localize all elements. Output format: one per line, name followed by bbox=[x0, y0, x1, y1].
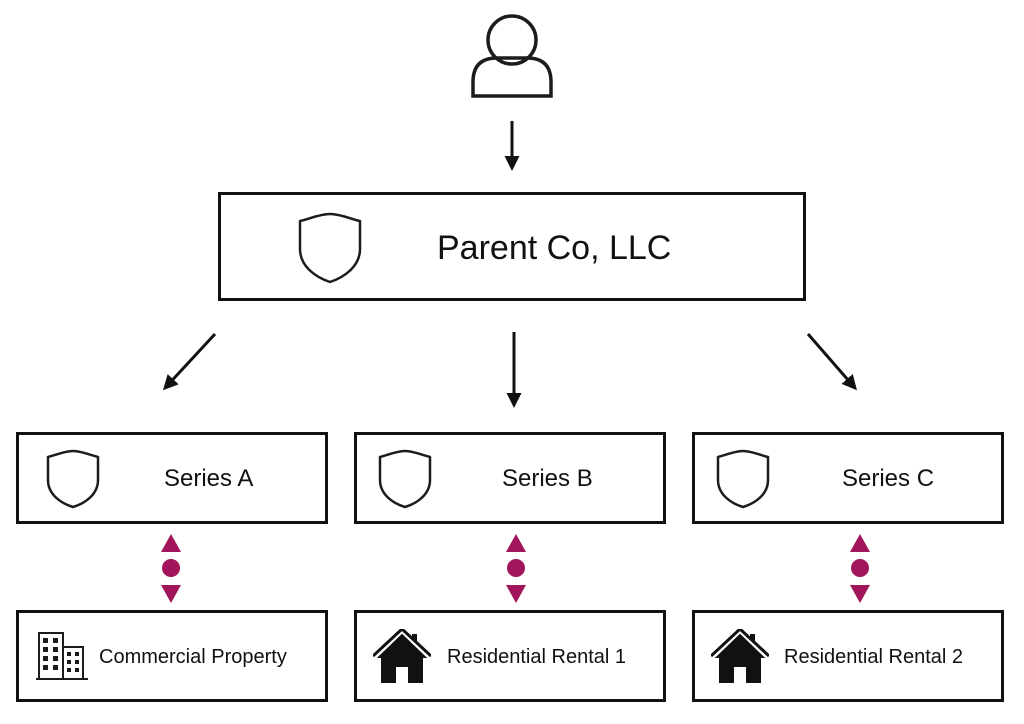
asset-c-box: Residential Rental 2 bbox=[692, 610, 1004, 702]
series-b-asset-connector bbox=[506, 534, 526, 603]
connector-dot bbox=[162, 559, 180, 577]
shield-icon bbox=[716, 449, 770, 509]
asset-a-label: Commercial Property bbox=[99, 646, 287, 668]
arrow-parent-to-series-c bbox=[806, 333, 857, 391]
parent-entity-box: Parent Co, LLC bbox=[218, 192, 806, 301]
building-icon bbox=[36, 632, 88, 680]
shield-icon bbox=[46, 449, 100, 509]
connector-up-triangle bbox=[161, 534, 181, 552]
connector-up-triangle bbox=[850, 534, 870, 552]
series-a-asset-connector bbox=[161, 534, 181, 603]
user-icon bbox=[471, 14, 553, 98]
connector-down-triangle bbox=[161, 585, 181, 603]
series-b-box: Series B bbox=[354, 432, 666, 524]
house-icon bbox=[373, 629, 431, 683]
series-a-box: Series A bbox=[16, 432, 328, 524]
connector-dot bbox=[507, 559, 525, 577]
series-a-label: Series A bbox=[164, 465, 254, 492]
shield-icon bbox=[298, 212, 362, 284]
asset-c-label: Residential Rental 2 bbox=[784, 646, 963, 668]
asset-b-label: Residential Rental 1 bbox=[447, 646, 626, 668]
asset-a-box: Commercial Property bbox=[16, 610, 328, 702]
connector-down-triangle bbox=[506, 585, 526, 603]
series-c-box: Series C bbox=[692, 432, 1004, 524]
series-c-asset-connector bbox=[850, 534, 870, 603]
shield-icon bbox=[378, 449, 432, 509]
connector-dot bbox=[851, 559, 869, 577]
series-c-label: Series C bbox=[842, 465, 935, 492]
arrow-parent-to-series-a bbox=[162, 332, 217, 391]
connector-down-triangle bbox=[850, 585, 870, 603]
parent-entity-label: Parent Co, LLC bbox=[437, 229, 672, 267]
connector-up-triangle bbox=[506, 534, 526, 552]
house-icon bbox=[711, 629, 769, 683]
asset-b-box: Residential Rental 1 bbox=[354, 610, 666, 702]
series-b-label: Series B bbox=[502, 465, 593, 492]
